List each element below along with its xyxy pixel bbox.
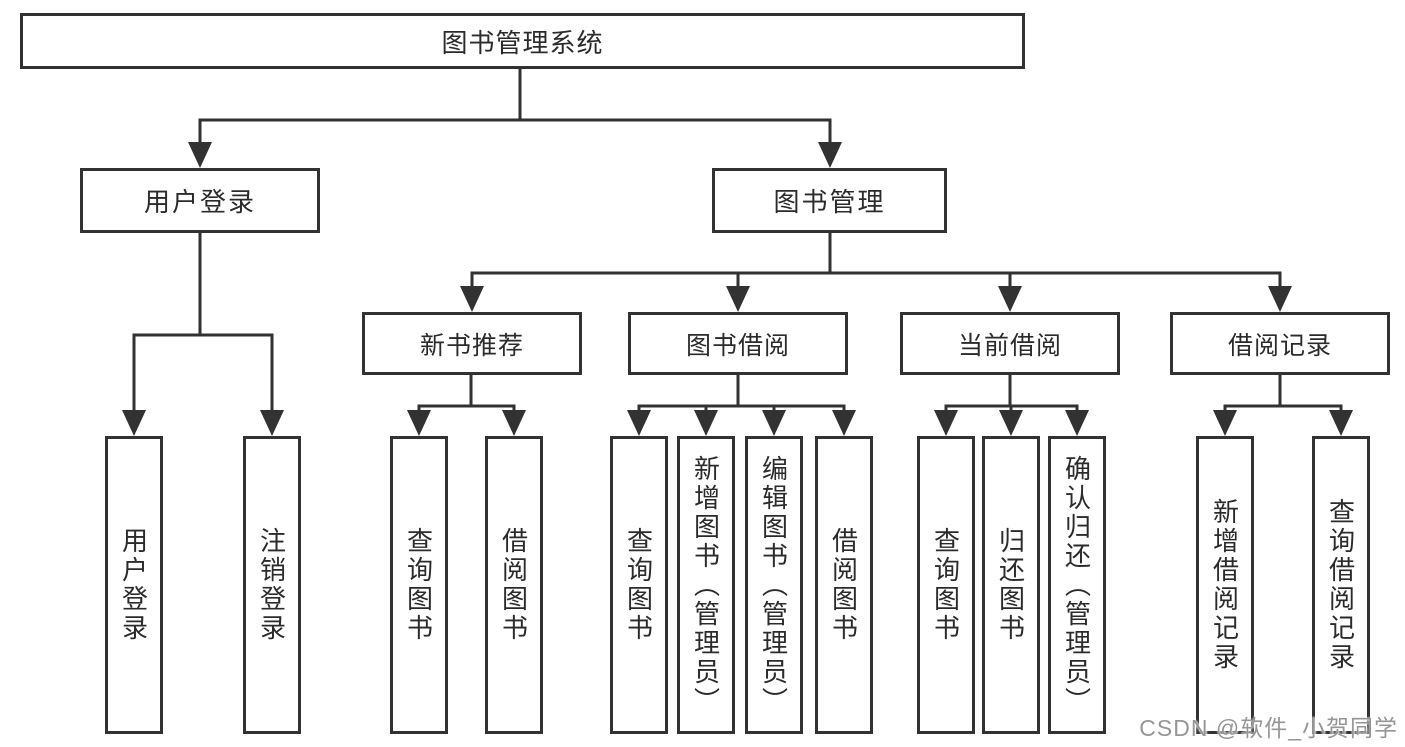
arrow-down-icon xyxy=(832,410,856,436)
node-new-book-recommend: 新书推荐 xyxy=(362,312,582,375)
arrow-down-icon xyxy=(934,410,958,436)
arrow-down-icon xyxy=(260,410,284,436)
leaf-return-books: 归还图书 xyxy=(982,436,1040,734)
leaf-borrow-books-2: 借阅图书 xyxy=(815,436,873,734)
leaf-borrow-books: 借阅图书 xyxy=(485,436,543,734)
leaf-add-borrow-record: 新增借阅记录 xyxy=(1196,436,1254,734)
node-borrow-records: 借阅记录 xyxy=(1170,312,1390,375)
arrow-down-icon xyxy=(1065,410,1089,436)
leaf-logout: 注销登录 xyxy=(243,436,301,734)
node-book-management: 图书管理 xyxy=(712,168,947,233)
arrow-down-icon xyxy=(188,142,212,168)
arrow-down-icon xyxy=(1329,410,1353,436)
leaf-user-login: 用户登录 xyxy=(105,436,163,734)
leaf-edit-books-admin: 编辑图书（管理员） xyxy=(745,436,803,734)
arrow-down-icon xyxy=(762,410,786,436)
arrow-down-icon xyxy=(122,410,146,436)
arrow-down-icon xyxy=(726,286,750,312)
arrow-down-icon xyxy=(998,286,1022,312)
node-current-borrow: 当前借阅 xyxy=(900,312,1120,375)
arrow-down-icon xyxy=(502,410,526,436)
arrow-down-icon xyxy=(818,142,842,168)
arrow-down-icon xyxy=(407,410,431,436)
node-root-system: 图书管理系统 xyxy=(20,13,1025,69)
node-user-login: 用户登录 xyxy=(80,168,320,233)
arrow-down-icon xyxy=(694,410,718,436)
leaf-confirm-return-admin: 确认归还（管理员） xyxy=(1048,436,1106,734)
leaf-query-borrow-record: 查询借阅记录 xyxy=(1312,436,1370,734)
arrow-down-icon xyxy=(460,286,484,312)
node-book-borrow: 图书借阅 xyxy=(628,312,848,375)
leaf-query-books-3: 查询图书 xyxy=(917,436,975,734)
leaf-query-books-2: 查询图书 xyxy=(610,436,668,734)
arrowhead-icons xyxy=(122,142,1353,436)
arrow-down-icon xyxy=(1268,286,1292,312)
csdn-watermark: CSDN @软件_小贺同学 xyxy=(1139,715,1398,741)
leaf-query-books: 查询图书 xyxy=(390,436,448,734)
arrow-down-icon xyxy=(999,410,1023,436)
arrow-down-icon xyxy=(627,410,651,436)
leaf-add-books-admin: 新增图书（管理员） xyxy=(677,436,735,734)
arrow-down-icon xyxy=(1213,410,1237,436)
